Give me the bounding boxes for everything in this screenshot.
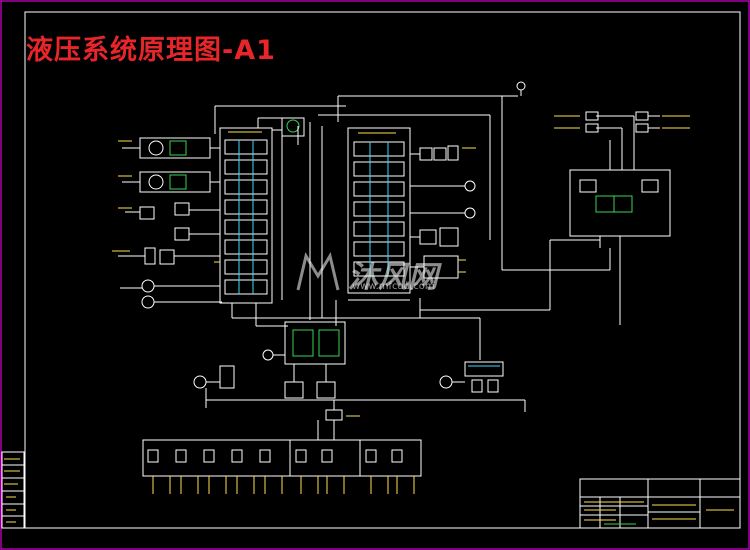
watermark-logo (296, 252, 340, 291)
title-block (579, 478, 741, 529)
watermark-text: 沐风网 (348, 260, 438, 295)
bottom-distribution-manifold (142, 400, 422, 494)
drawing-title: 液压系统原理图-A1 (26, 35, 276, 66)
right-control-box (554, 111, 690, 248)
watermark-url: www.mfcad.com (352, 281, 435, 292)
left-actuator-group (112, 137, 222, 309)
pump-station (193, 321, 526, 412)
inner-drawing-frame (24, 11, 741, 529)
right-valve-stack (347, 127, 411, 301)
left-valve-stack (214, 127, 283, 304)
left-margin-strip (1, 451, 25, 529)
upper-center-gauge (257, 117, 305, 145)
main-supply-lines (214, 81, 621, 360)
right-actuator-group (410, 145, 476, 318)
